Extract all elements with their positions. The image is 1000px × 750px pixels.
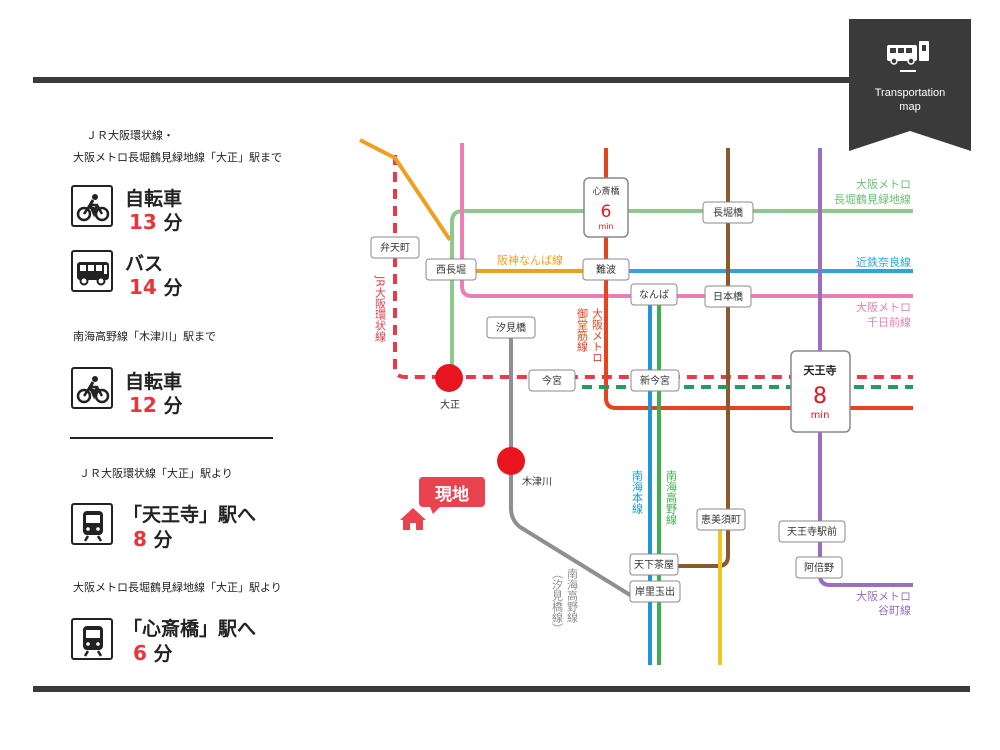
sennichimae-line [460,143,913,298]
label-jr-vertical: JR大阪環状線 [374,275,387,342]
section3-heading: ＪＲ大阪環状線「大正」駅より [79,467,233,480]
bike2-label: 自転車 [125,371,183,393]
svg-text:今宮: 今宮 [542,374,562,387]
label-nankai-koya: 南海高野線 [665,470,678,525]
station-namba: 難波 [582,258,630,281]
svg-text:天下茶屋: 天下茶屋 [634,558,674,571]
label-shiomi-2: （汐見橋線） [551,568,564,634]
station-tennojimae: 天王寺駅前 [778,520,846,543]
train2-time: 6 分 [133,641,173,665]
site-marker: 現地 [400,477,485,530]
svg-text:恵美須町: 恵美須町 [701,513,741,526]
bus-label: バス [125,253,164,275]
badge-label: Transportation map [874,87,946,113]
label-nagahori-1: 大阪メトロ [856,177,911,191]
svg-text:天王寺駅前: 天王寺駅前 [787,525,837,538]
station-shinimamiya: 新今宮 [630,369,680,392]
section1-heading-line1: ＪＲ大阪環状線・ [86,129,174,142]
svg-text:西長堀: 西長堀 [436,264,466,276]
svg-text:弁天町: 弁天町 [380,241,410,254]
svg-text:難波: 難波 [596,263,616,276]
svg-text:長堀橋: 長堀橋 [713,206,743,219]
svg-text:岸里玉出: 岸里玉出 [635,585,675,598]
transportation-badge [849,19,971,151]
svg-text:新今宮: 新今宮 [640,374,670,387]
station-nishinagahori: 西長堀 [425,258,477,281]
bicycle-icon [71,367,113,409]
bus-icon [887,41,929,72]
station-tengachaya: 天下茶屋 [629,553,679,576]
label-shiomi-1: 南海高野線 [566,568,579,623]
label-sennichimae-2: 千日前線 [867,315,911,329]
train1-time: 8 分 [133,527,173,551]
section4-heading: 大阪メトロ長堀鶴見緑地線「大正」駅より [73,581,282,594]
label-midosuji-v1: 大阪メトロ [591,307,604,363]
station-ebisucho: 恵美須町 [696,508,746,531]
station-kishinosato: 岸里玉出 [629,580,681,603]
jr-orange-line [359,138,452,242]
svg-text:8: 8 [813,384,827,409]
kizugawa-station-dot [497,447,525,475]
bike1-label: 自転車 [125,188,183,210]
station-nagahoribashi: 長堀橋 [702,201,754,224]
train-icon [71,503,113,545]
label-kintetsu: 近鉄奈良線 [856,255,911,269]
label-tanimachi-2: 谷町線 [878,603,911,617]
train-icon [71,618,113,660]
station-shiomibashi: 汐見橋 [486,316,536,339]
midosuji-line [604,148,913,410]
vertical-labels: JR大阪環状線 大阪メトロ 御堂筋線 南海本線 南海高野線 南海高野線 （汐見橋… [374,275,678,634]
svg-text:日本橋: 日本橋 [713,290,743,303]
label-sennichimae-1: 大阪メトロ [856,300,911,314]
home-icon [400,508,426,530]
svg-text:阿倍野: 阿倍野 [804,561,834,574]
label-midosuji-v2: 御堂筋線 [576,307,589,352]
svg-text:なんば: なんば [639,289,669,301]
label-hanshin: 阪神なんば線 [497,253,563,267]
train2-label: 「心斎橋」駅へ [123,618,257,640]
station-imamiya: 今宮 [528,369,576,392]
svg-text:天王寺: 天王寺 [804,363,837,377]
svg-text:心斎橋: 心斎橋 [592,185,619,197]
top-rule [33,77,970,83]
jr-loop-line [393,155,913,379]
svg-text:min: min [811,410,830,421]
station-boxes: 弁天町 西長堀 難波 長堀橋 なんば 日本橋 汐見橋 今宮 新今宮 恵美須町 天… [370,201,846,603]
shiomibashi-line [509,336,637,600]
bike1-time: 13 分 [129,210,183,234]
svg-text:6: 6 [601,202,612,222]
svg-text:現地: 現地 [435,484,469,505]
svg-text:min: min [598,222,613,231]
rail-lines [359,138,913,665]
section2-heading: 南海高野線「木津川」駅まで [73,330,216,343]
bus-icon [71,250,113,292]
station-bentencho: 弁天町 [370,236,420,259]
taisho-station-dot [435,364,463,392]
bottom-rule [33,686,970,692]
label-taisho: 大正 [440,398,460,411]
station-shinsaibashi: 心斎橋 6 min [583,177,629,238]
section-divider [70,437,273,439]
label-nagahori-2: 長堀鶴見緑地線 [834,192,911,206]
station-nanba: なんば [630,283,678,306]
station-abeno: 阿倍野 [795,556,843,579]
station-nipponbashi: 日本橋 [704,285,752,308]
line-labels: 大阪メトロ 長堀鶴見緑地線 近鉄奈良線 大阪メトロ 千日前線 阪神なんば線 大阪… [497,177,911,617]
label-kizugawa: 木津川 [522,476,552,488]
bike2-time: 12 分 [129,393,183,417]
label-tanimachi-1: 大阪メトロ [856,589,911,603]
label-nankai-main: 南海本線 [631,470,644,514]
svg-text:汐見橋: 汐見橋 [496,321,526,334]
bus-time: 14 分 [129,275,183,299]
section1-heading-line2: 大阪メトロ長堀鶴見緑地線「大正」駅まで [73,151,282,164]
train1-label: 「天王寺」駅へ [123,504,257,526]
bicycle-icon [71,185,113,227]
station-tennoji: 天王寺 8 min [790,350,851,433]
